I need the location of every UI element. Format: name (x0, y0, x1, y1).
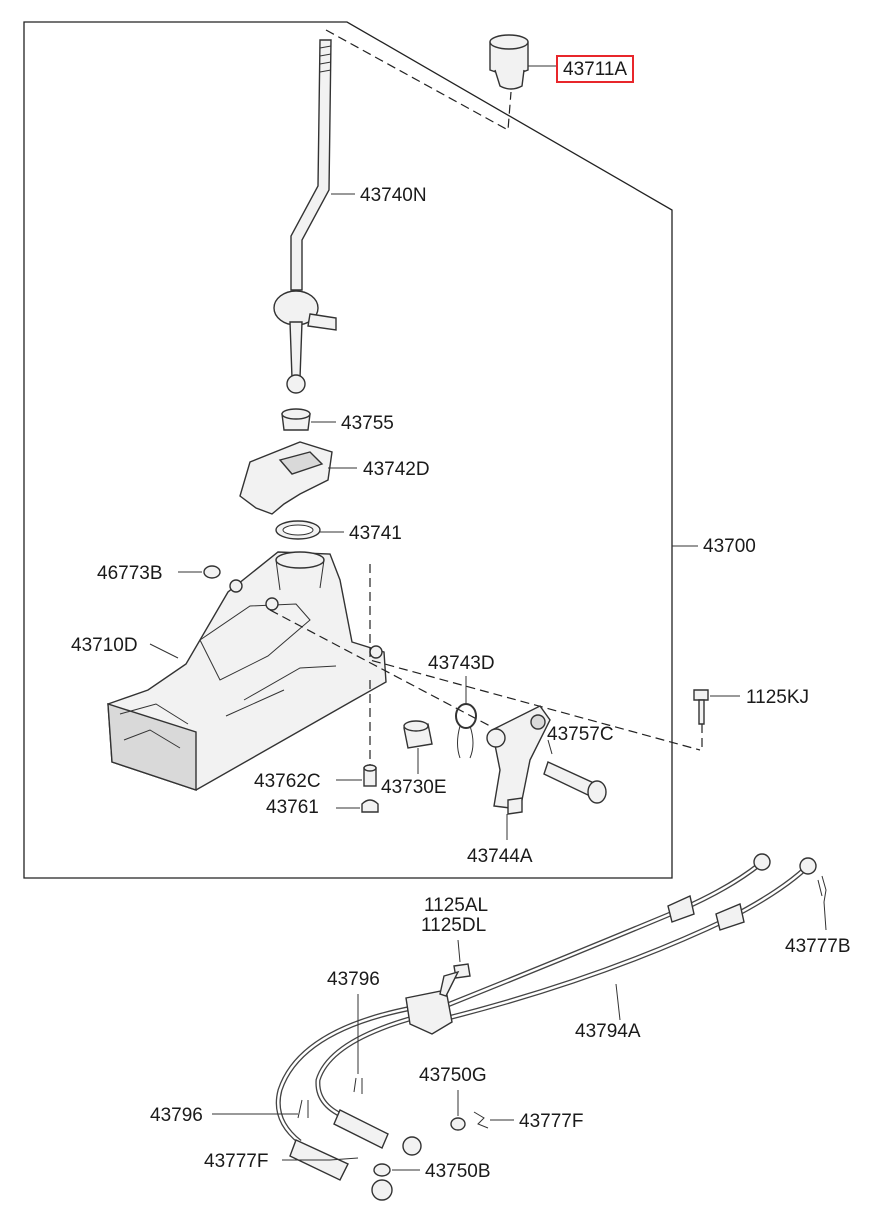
part-label-43777f-right: 43777F (519, 1111, 584, 1132)
grommet (178, 565, 221, 579)
sleeve-small (336, 764, 377, 787)
bush-upper (281, 408, 336, 431)
lever-pin (543, 739, 607, 804)
part-label-43710d: 43710D (71, 635, 138, 656)
shift-cables (275, 853, 817, 1201)
assembly-outline (23, 21, 673, 879)
part-label-43796-upper: 43796 (327, 969, 380, 990)
part-label-43757c: 43757C (547, 724, 614, 745)
part-label-43750g: 43750G (419, 1065, 487, 1086)
part-label-43755: 43755 (341, 413, 394, 434)
clip-left (212, 1099, 309, 1119)
part-label-43794a: 43794A (575, 1021, 641, 1042)
part-label-43700: 43700 (703, 536, 756, 557)
part-label-43762c: 43762C (254, 771, 321, 792)
clip-mid (473, 1111, 514, 1129)
part-label-43711a: 43711A (556, 55, 635, 83)
part-label-43744a: 43744A (467, 846, 533, 867)
part-label-43730e: 43730E (381, 777, 447, 798)
spring (455, 676, 477, 759)
part-label-43743d: 43743D (428, 653, 495, 674)
pin-left (282, 1157, 359, 1161)
part-label-43796-left: 43796 (150, 1105, 203, 1126)
shift-lever (273, 39, 355, 394)
part-label-43750b: 43750B (425, 1161, 491, 1182)
washer-lower (373, 1163, 420, 1177)
part-label-43740n: 43740N (360, 185, 427, 206)
part-label-1125dl: 1125DL (421, 915, 487, 936)
clip-upper (353, 994, 363, 1094)
cap-small (336, 799, 379, 813)
guide-plate (239, 441, 357, 515)
washer (450, 1090, 466, 1131)
part-label-43741: 43741 (349, 523, 402, 544)
bush-housing (403, 720, 433, 774)
part-label-46773b: 46773B (97, 563, 163, 584)
part-label-1125al: 1125AL (424, 895, 489, 916)
part-label-43742d: 43742D (363, 459, 430, 480)
part-label-43761: 43761 (266, 797, 319, 818)
housing-dashed-line (369, 564, 701, 751)
select-lever (486, 705, 551, 840)
shift-housing (107, 551, 387, 791)
part-label-1125kj: 1125KJ (746, 687, 810, 708)
knob-dashed-line (325, 29, 512, 131)
bolt-upper (693, 689, 740, 725)
shift-knob (489, 34, 556, 90)
part-label-43777b: 43777B (785, 936, 851, 957)
bolt-lower (439, 939, 471, 997)
clip-right (817, 875, 827, 931)
part-label-43777f-left: 43777F (204, 1151, 269, 1172)
ring (275, 520, 344, 540)
